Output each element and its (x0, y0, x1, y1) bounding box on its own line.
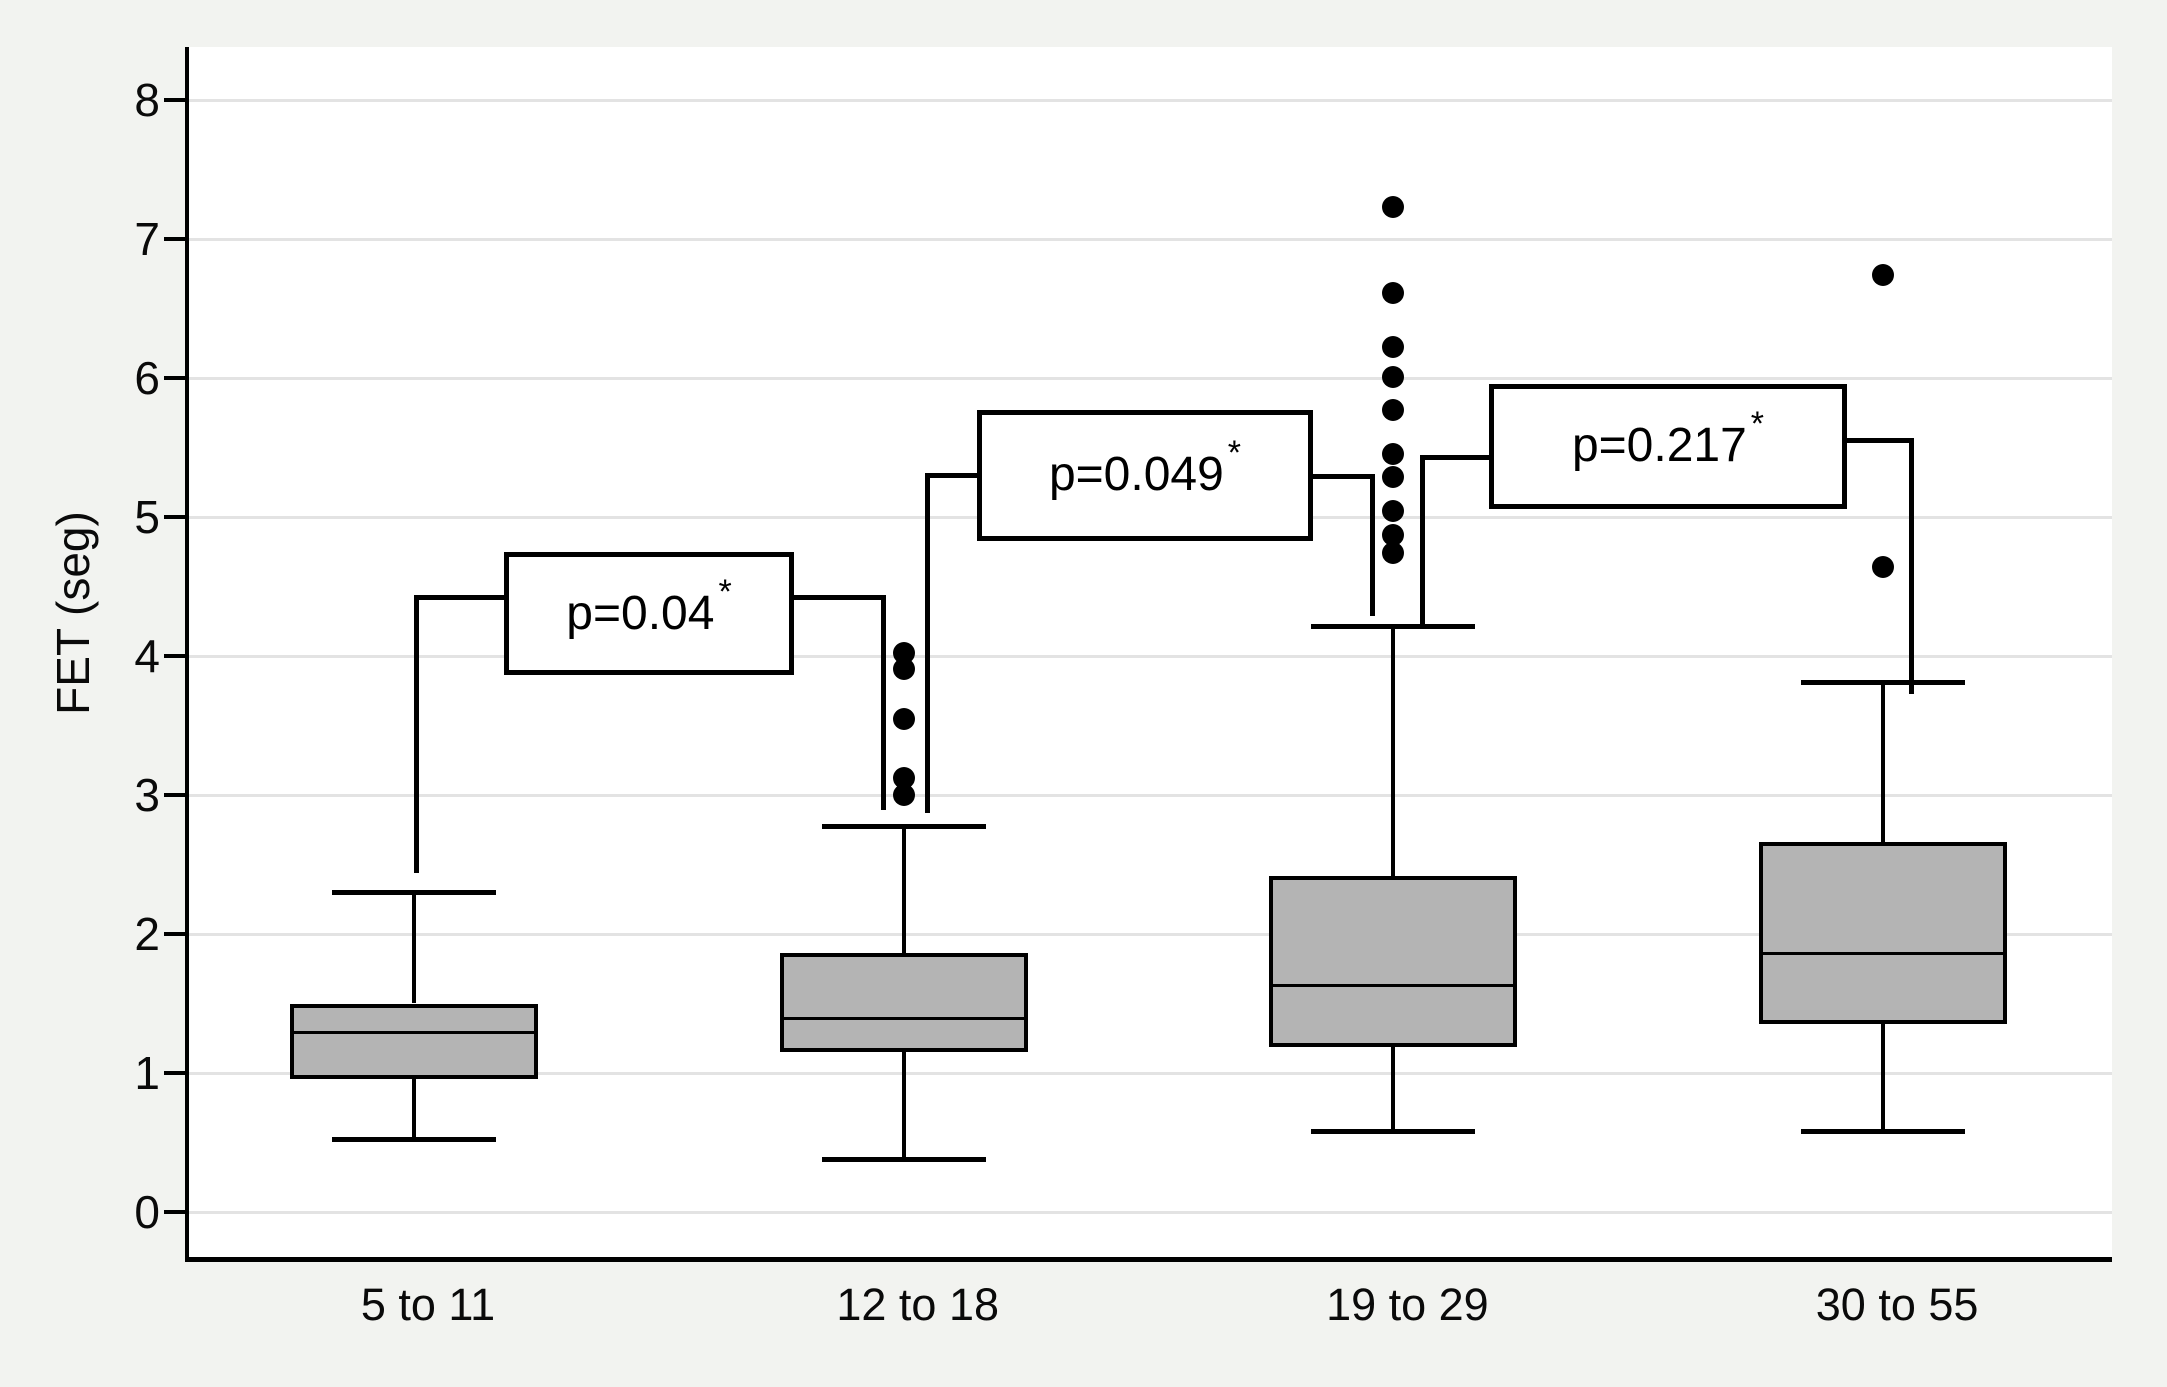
y-tick (164, 654, 187, 658)
outlier-dot (1382, 500, 1405, 523)
bracket-right-vertical (1908, 438, 1914, 694)
upper-whisker-line (1391, 626, 1396, 876)
upper-whisker-cap (1311, 624, 1476, 630)
gridline (187, 793, 2112, 797)
significance-asterisk: * (1750, 405, 1765, 444)
gridline (187, 654, 2112, 658)
lower-whisker-line (412, 1078, 416, 1140)
y-tick (164, 515, 187, 519)
median-line (1759, 951, 2008, 955)
y-axis-title: FET (seg) (47, 511, 99, 715)
x-category-label: 12 to 18 (836, 1279, 1000, 1330)
bracket-left-vertical (924, 472, 930, 814)
x-category-label: 30 to 55 (1815, 1279, 1979, 1330)
lower-whisker-cap (332, 1137, 496, 1143)
significance-asterisk: * (1227, 434, 1242, 473)
p-value-box-3: p=0.217* (1489, 383, 1847, 509)
outlier-dot (1382, 282, 1405, 305)
outlier-dot (1382, 542, 1405, 565)
bracket-right-horizontal (1313, 474, 1375, 480)
gridline (187, 376, 2112, 380)
bracket-right-vertical (1369, 474, 1375, 616)
p-value-label: p=0.04 (566, 586, 715, 640)
y-tick-label: 5 (134, 491, 160, 543)
outlier-dot (1382, 443, 1405, 466)
lower-whisker-line (1391, 1046, 1396, 1132)
gridline (187, 237, 2112, 241)
upper-whisker-line (1881, 682, 1886, 843)
bracket-left-horizontal (924, 472, 977, 478)
y-tick-label: 8 (134, 74, 160, 126)
box-group-2 (779, 953, 1028, 1053)
y-tick-label: 4 (134, 630, 160, 682)
y-tick-label: 3 (134, 769, 160, 821)
p-value-label: p=0.049 (1048, 448, 1224, 502)
bracket-right-horizontal (1847, 438, 1914, 444)
p-value-box-2: p=0.049* (977, 409, 1313, 541)
outlier-dot (892, 642, 915, 665)
outlier-dot (1382, 365, 1405, 388)
gridline (187, 1071, 2112, 1075)
upper-whisker-cap (332, 889, 496, 895)
y-tick (164, 1210, 187, 1214)
y-tick (164, 376, 187, 380)
box-group-1 (290, 1003, 538, 1079)
gridline (187, 1210, 2112, 1214)
gridline (187, 932, 2112, 936)
outlier-dot (1382, 336, 1405, 359)
outlier-dot (892, 657, 915, 680)
y-tick (164, 932, 187, 936)
outlier-dot (1382, 524, 1405, 547)
y-tick-label: 7 (134, 213, 160, 265)
lower-whisker-cap (1311, 1128, 1476, 1134)
upper-whisker-line (412, 892, 416, 1004)
y-tick-label: 6 (134, 352, 160, 404)
y-tick-label: 0 (134, 1186, 160, 1238)
outlier-dot (1872, 264, 1895, 287)
median-line (1269, 983, 1518, 987)
x-category-label: 19 to 29 (1326, 1279, 1489, 1330)
outlier-dot (1382, 196, 1405, 219)
bracket-right-horizontal (794, 595, 886, 601)
outlier-dot (1382, 398, 1405, 421)
outlier-dot (892, 784, 915, 806)
x-category-label: 5 to 11 (360, 1279, 496, 1330)
x-axis-line (185, 1257, 2112, 1262)
median-line (290, 1031, 538, 1035)
p-value-box-1: p=0.04* (504, 551, 794, 676)
bracket-left-vertical (413, 595, 419, 873)
outlier-dot (1872, 556, 1895, 579)
outlier-dot (1382, 465, 1405, 488)
upper-whisker-cap (1801, 679, 1966, 685)
outlier-dot (892, 767, 915, 790)
median-line (779, 1017, 1028, 1021)
upper-whisker-cap (821, 824, 986, 830)
lower-whisker-line (901, 1052, 906, 1160)
y-tick (164, 98, 187, 102)
lower-whisker-line (1881, 1024, 1886, 1132)
bracket-left-horizontal (413, 595, 504, 601)
bracket-left-horizontal (1419, 454, 1489, 460)
box-group-4 (1759, 842, 2008, 1025)
significance-asterisk: * (718, 572, 732, 611)
lower-whisker-cap (821, 1156, 986, 1162)
y-tick (164, 793, 187, 797)
y-axis-line (185, 47, 189, 1262)
p-value-label: p=0.217 (1571, 419, 1747, 473)
lower-whisker-cap (1801, 1128, 1966, 1134)
box-group-3 (1269, 875, 1518, 1047)
bracket-left-vertical (1419, 454, 1425, 629)
y-tick-label: 1 (134, 1047, 160, 1099)
upper-whisker-line (901, 826, 906, 954)
y-tick (164, 1071, 187, 1075)
y-tick-label: 2 (134, 908, 160, 960)
y-tick (164, 237, 187, 241)
gridline (187, 98, 2112, 102)
outlier-dot (892, 707, 915, 730)
bracket-right-vertical (880, 595, 886, 811)
